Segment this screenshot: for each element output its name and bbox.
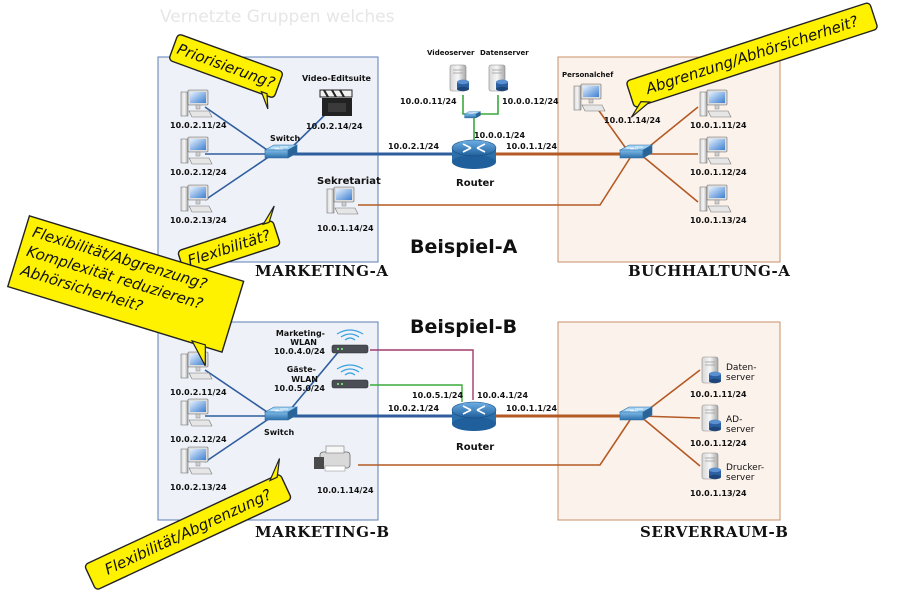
printer-icon — [314, 445, 351, 472]
server-druckerserver-b — [701, 452, 722, 480]
label-router-b: Router — [456, 442, 494, 453]
video-editsuite-icon — [319, 89, 353, 116]
label-server-b-1b: server — [726, 373, 755, 383]
pc-marketing-b-3 — [180, 446, 213, 475]
ip-pc-ba-2: 10.0.1.12/24 — [690, 168, 747, 177]
pc-marketing-a-1 — [180, 89, 213, 118]
label-server-b-3a: Drucker- — [726, 463, 764, 473]
label-wlan-marketing-3: 10.0.4.0/24 — [274, 347, 325, 356]
ip-videoserver: 10.0.0.11/24 — [400, 97, 457, 106]
router-b — [451, 401, 497, 432]
label-switch-b: Switch — [264, 428, 294, 437]
ip-pc-ba-1: 10.0.1.11/24 — [690, 121, 747, 130]
ip-router-a-top: 10.0.0.1/24 — [474, 131, 525, 140]
label-switch-a: Switch — [270, 134, 300, 143]
label-wlan-marketing-1: Marketing- — [276, 329, 325, 338]
ip-pc-ba-3: 10.0.1.13/24 — [690, 216, 747, 225]
ip-sekretariat: 10.0.1.14/24 — [317, 224, 374, 233]
label-server-b-2b: server — [726, 425, 755, 435]
server-datenserver — [488, 64, 509, 92]
ip-pc-b-2: 10.0.2.12/24 — [170, 435, 227, 444]
zone-label-buchhaltung-a: BUCHHALTUNG-A — [628, 262, 790, 280]
server-videoserver — [449, 64, 470, 92]
router-a — [451, 139, 497, 170]
ip-pc-a-3: 10.0.2.13/24 — [170, 216, 227, 225]
zone-label-serverraum-b: SERVERRAUM-B — [640, 523, 788, 541]
ip-datenserver: 10.0.0.12/24 — [502, 97, 559, 106]
server-datenserver-b — [701, 356, 722, 384]
heading-beispiel-a: Beispiel-A — [410, 236, 518, 258]
pc-personalchef — [573, 83, 606, 112]
label-server-b-1a: Daten- — [726, 363, 756, 373]
ip-pc-a-1: 10.0.2.11/24 — [170, 121, 227, 130]
label-wlan-gaeste-1: Gäste- — [287, 365, 316, 374]
pc-buchhaltung-a-3 — [699, 184, 732, 213]
label-wlan-gaeste-3: 10.0.5.0/24 — [274, 384, 325, 393]
label-router-a: Router — [456, 178, 494, 189]
label-sekretariat: Sekretariat — [317, 176, 381, 187]
ip-router-a-right: 10.0.1.1/24 — [506, 142, 557, 151]
pc-marketing-b-1 — [180, 351, 213, 380]
faint-background-title: Vernetzte Gruppen welches — [160, 7, 395, 27]
label-wlan-marketing-2: WLAN — [290, 338, 317, 347]
pc-marketing-a-3 — [180, 184, 213, 213]
ip-personalchef: 10.0.1.14/24 — [604, 116, 661, 125]
zone-serverraum-b — [557, 321, 781, 521]
label-wlan-gaeste-2: WLAN — [291, 375, 318, 384]
ip-server-b-2: 10.0.1.12/24 — [690, 439, 747, 448]
links-top — [204, 95, 699, 206]
label-videoserver: Videoserver — [427, 49, 475, 57]
ip-router-b-right: 10.0.1.1/24 — [506, 404, 557, 413]
label-video-editsuite: Video-Editsuite — [302, 74, 372, 83]
heading-beispiel-b: Beispiel-B — [410, 316, 517, 338]
links-bottom — [204, 349, 701, 467]
label-personalchef: Personalchef — [562, 71, 614, 79]
pc-marketing-b-2 — [180, 398, 213, 427]
zone-label-marketing-b: MARKETING-B — [255, 523, 390, 541]
ip-video-editsuite: 10.0.2.14/24 — [306, 122, 363, 131]
switch-server-a — [464, 111, 481, 119]
pc-buchhaltung-a-1 — [699, 89, 732, 118]
ip-router-b-left: 10.0.2.1/24 — [388, 404, 439, 413]
ip-server-b-3: 10.0.1.13/24 — [690, 489, 747, 498]
ip-server-b-1: 10.0.1.11/24 — [690, 390, 747, 399]
pc-buchhaltung-a-2 — [699, 136, 732, 165]
zone-label-marketing-a: MARKETING-A — [255, 262, 389, 280]
pc-sekretariat — [326, 186, 359, 215]
label-server-b-3b: server — [726, 473, 755, 483]
label-datenserver: Datenserver — [480, 49, 529, 57]
ip-router-b-b: 10.0.4.1/24 — [477, 391, 528, 400]
ip-printer: 10.0.1.14/24 — [317, 486, 374, 495]
ip-router-b-a: 10.0.5.1/24 — [412, 391, 463, 400]
ip-pc-b-3: 10.0.2.13/24 — [170, 483, 227, 492]
ip-router-a-left: 10.0.2.1/24 — [388, 142, 439, 151]
pc-marketing-a-2 — [180, 136, 213, 165]
ip-pc-a-2: 10.0.2.12/24 — [170, 168, 227, 177]
server-adserver-b — [701, 404, 722, 432]
label-server-b-2a: AD- — [726, 415, 742, 425]
ip-pc-b-1: 10.0.2.11/24 — [170, 388, 227, 397]
